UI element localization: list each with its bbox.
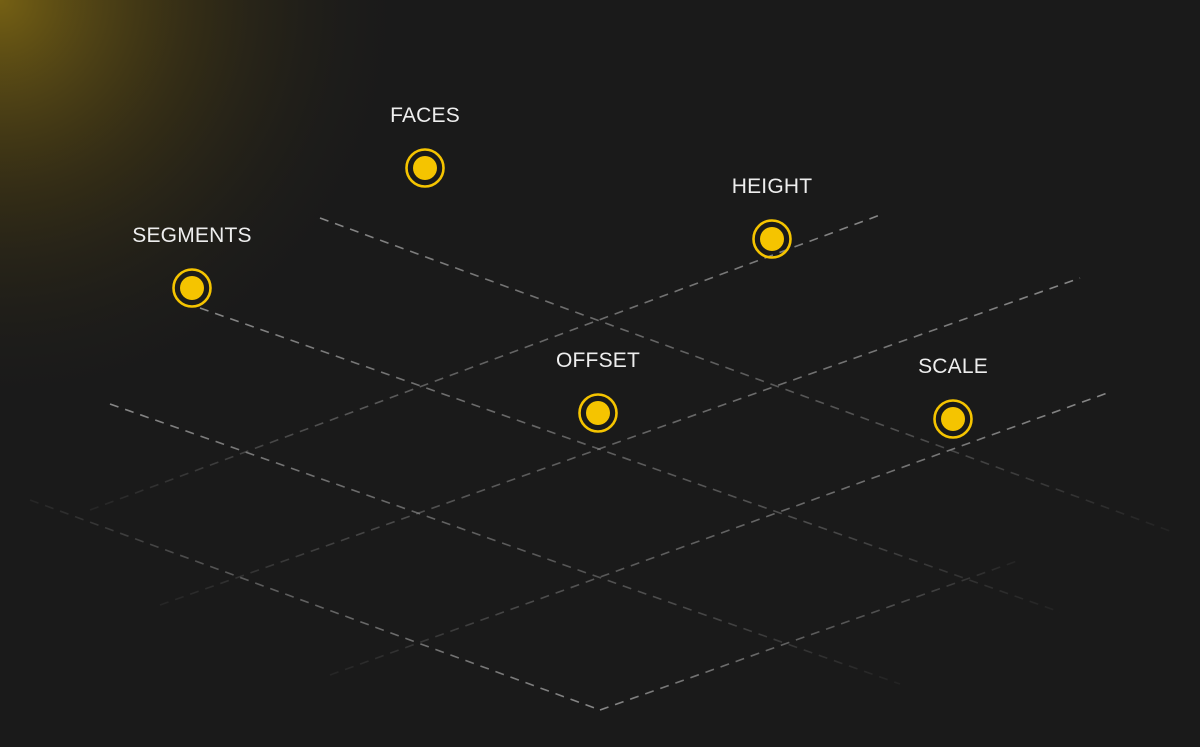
scale-marker[interactable] xyxy=(933,399,973,439)
grid-line xyxy=(159,277,1081,606)
grid-line xyxy=(599,559,1021,711)
grid-line xyxy=(319,217,1171,532)
offset-label: OFFSET xyxy=(555,349,641,372)
height-label: HEIGHT xyxy=(731,175,813,198)
faces-marker[interactable] xyxy=(405,148,445,188)
grid-line xyxy=(89,214,881,511)
grid-line xyxy=(109,403,901,685)
segments-label: SEGMENTS xyxy=(132,224,252,247)
segments-marker[interactable] xyxy=(172,268,212,308)
grid-line xyxy=(29,499,601,711)
offset-marker[interactable] xyxy=(578,393,618,433)
grid-line xyxy=(199,307,1061,613)
height-marker[interactable] xyxy=(752,219,792,259)
faces-label: FACES xyxy=(390,104,460,127)
grid-line xyxy=(329,391,1111,676)
scale-label: SCALE xyxy=(918,355,988,378)
